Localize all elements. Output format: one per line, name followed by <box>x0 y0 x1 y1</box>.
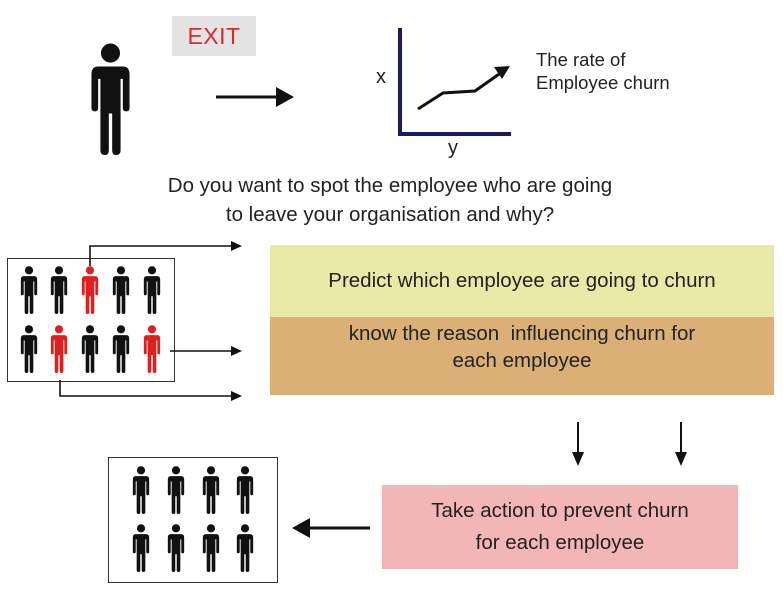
arrow-left-icon <box>292 518 370 538</box>
predict-churn-box: Predict which employee are going to chur… <box>270 245 774 317</box>
question-line2: to leave your organisation and why? <box>225 203 555 226</box>
action-line2: for each employee <box>475 531 645 554</box>
reason-line1: know the reason influencing churn for <box>348 322 696 345</box>
churn-rate-label: The rate of Employee churn <box>536 48 670 94</box>
retained-employee-icon <box>132 524 150 572</box>
exit-sign: EXIT <box>172 16 256 56</box>
chart-axes <box>398 28 511 136</box>
chart-trend-arrowhead <box>494 66 510 79</box>
group-connector-arrows <box>59 241 242 401</box>
leaving-person-icon <box>91 43 130 155</box>
action-line1: Take action to prevent churn <box>431 499 689 522</box>
retained-employee-icon <box>236 466 254 514</box>
connector-bottom <box>59 380 232 397</box>
chart-trend-line <box>417 70 503 111</box>
retained-employee-icon <box>167 524 185 572</box>
arrow-down-icon <box>675 422 687 466</box>
reason-line2: each employee <box>452 349 592 372</box>
connector-top <box>89 245 232 266</box>
churn-rate-chart <box>398 28 511 136</box>
arrow-down-icon <box>572 422 584 466</box>
connector-middle-arrowhead <box>231 346 242 356</box>
retained-employee-icon <box>236 524 254 572</box>
chart-y-label: y <box>448 137 458 159</box>
retained-employee-icon <box>167 466 185 514</box>
take-action-box: Take action to prevent churn for each em… <box>382 485 738 569</box>
churn-rate-label-line2: Employee churn <box>536 72 670 93</box>
retained-employee-icon <box>202 524 220 572</box>
retained-employee-icon <box>132 466 150 514</box>
chart-x-label: x <box>376 66 386 88</box>
retained-employee-icon <box>202 466 220 514</box>
question-line1: Do you want to spot the employee who are… <box>167 174 613 197</box>
churn-rate-label-line1: The rate of <box>536 49 626 70</box>
question-text: Do you want to spot the employee who are… <box>60 171 720 229</box>
connector-top-arrowhead <box>231 241 242 251</box>
arrow-right-icon <box>216 87 294 107</box>
connector-bottom-arrowhead <box>231 391 242 401</box>
churn-reason-box: know the reason influencing churn for ea… <box>270 317 774 395</box>
